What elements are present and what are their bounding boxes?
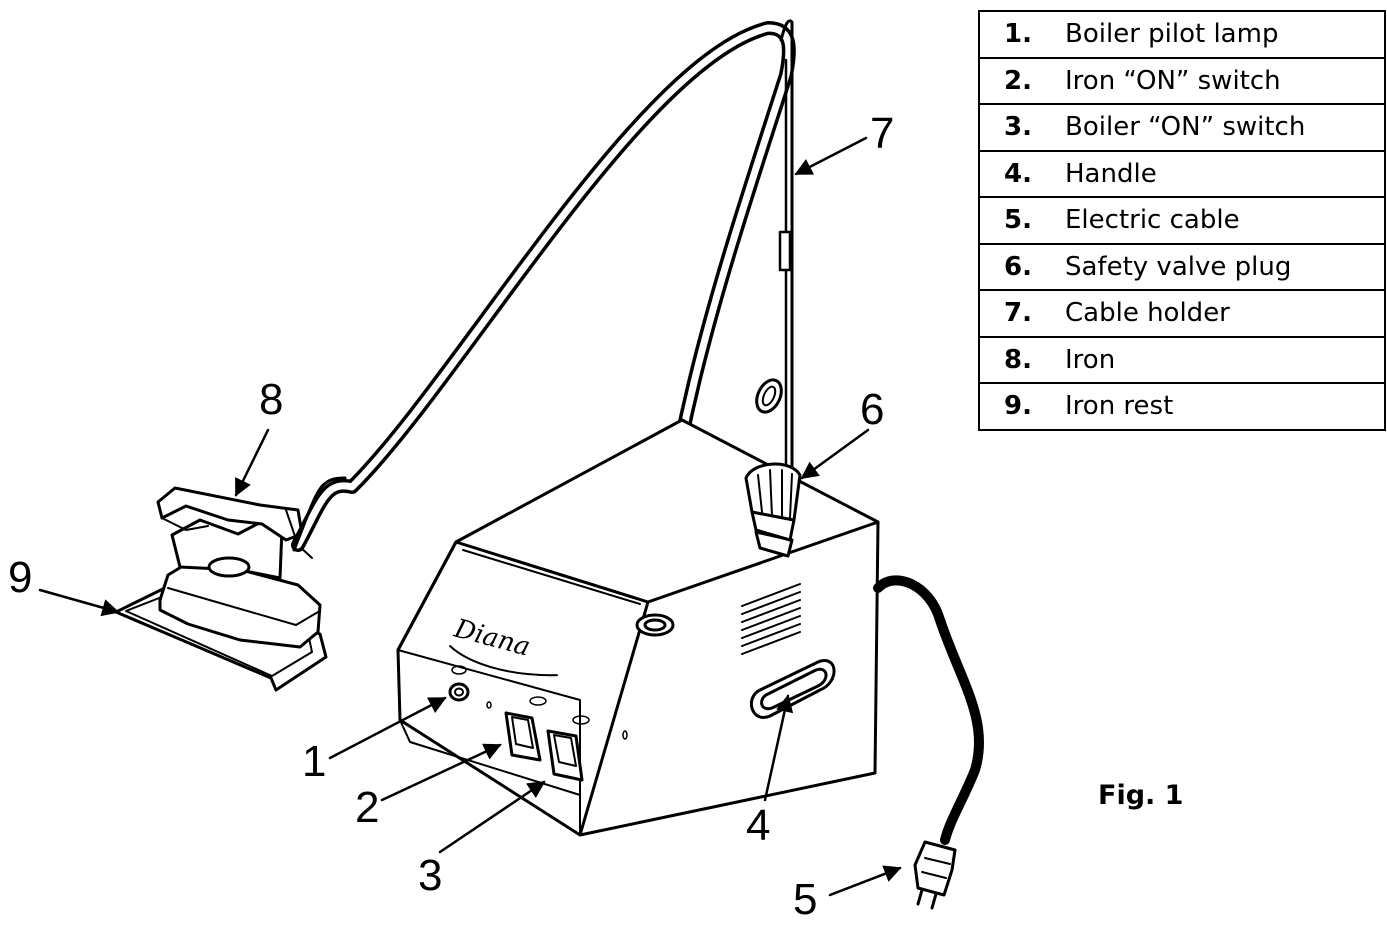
legend-number: 2. <box>978 56 1032 105</box>
callout-4: 4 <box>746 801 771 850</box>
callout-2: 2 <box>355 783 380 832</box>
iron <box>156 486 322 649</box>
cable-holder <box>755 19 794 472</box>
legend-number: 4. <box>978 149 1032 198</box>
legend-number: 3. <box>978 103 1032 152</box>
legend-label: Safety valve plug <box>1032 242 1386 291</box>
legend-row: 5.Electric cable <box>978 196 1386 245</box>
callout-1: 1 <box>302 737 327 786</box>
callout-5: 5 <box>793 875 818 924</box>
legend-row: 4.Handle <box>978 149 1386 198</box>
legend-row: 7.Cable holder <box>978 289 1386 338</box>
callout-9: 9 <box>8 553 33 602</box>
electric-cable <box>873 575 984 910</box>
figure-caption: Fig. 1 <box>1098 780 1184 811</box>
legend-label: Boiler pilot lamp <box>1032 10 1386 59</box>
safety-valve <box>744 462 802 558</box>
legend-number: 5. <box>978 196 1032 245</box>
legend-label: Iron “ON” switch <box>1032 56 1386 105</box>
callout-6: 6 <box>860 385 885 434</box>
legend-label: Iron rest <box>1032 382 1386 431</box>
leader-arrows <box>38 136 902 897</box>
legend-row: 3.Boiler “ON” switch <box>978 103 1386 152</box>
legend-label: Cable holder <box>1032 289 1386 338</box>
legend-number: 1. <box>978 10 1032 59</box>
legend-number: 8. <box>978 335 1032 384</box>
legend-row: 2.Iron “ON” switch <box>978 56 1386 105</box>
parts-legend-table: 1.Boiler pilot lamp 2.Iron “ON” switch 3… <box>978 10 1386 431</box>
legend-label: Boiler “ON” switch <box>1032 103 1386 152</box>
legend-label: Handle <box>1032 149 1386 198</box>
legend-label: Iron <box>1032 335 1386 384</box>
iron-hose <box>291 21 796 632</box>
front-panel <box>448 665 628 782</box>
legend-number: 9. <box>978 382 1032 431</box>
legend-row: 9.Iron rest <box>978 382 1386 431</box>
legend-row: 1.Boiler pilot lamp <box>978 10 1386 59</box>
legend-number: 7. <box>978 289 1032 338</box>
callout-3: 3 <box>418 851 443 900</box>
callout-7: 7 <box>870 109 895 158</box>
legend-label: Electric cable <box>1032 196 1386 245</box>
legend-row: 8.Iron <box>978 335 1386 384</box>
callout-8: 8 <box>259 375 284 424</box>
legend-number: 6. <box>978 242 1032 291</box>
legend-row: 6.Safety valve plug <box>978 242 1386 291</box>
